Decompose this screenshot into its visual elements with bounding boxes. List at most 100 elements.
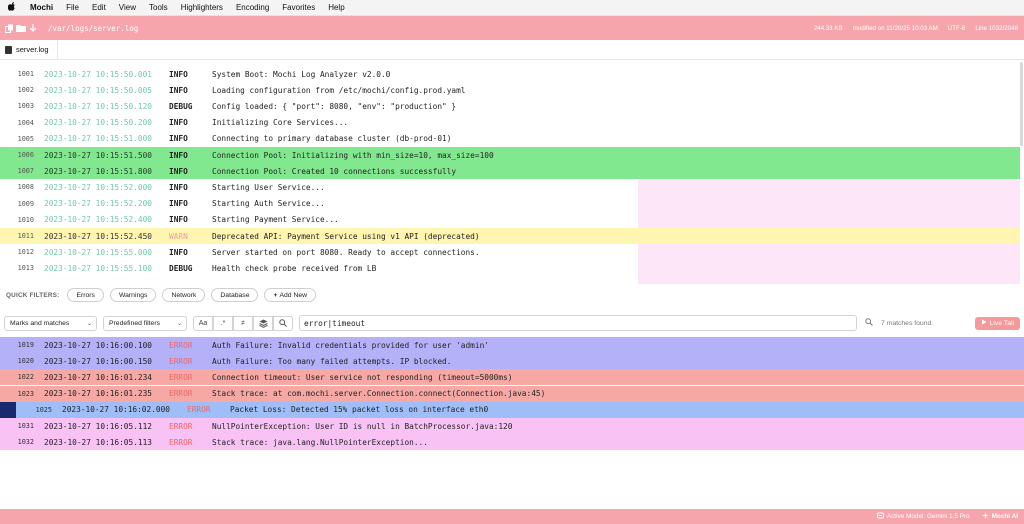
search-icon[interactable] bbox=[273, 315, 293, 331]
log-message: Connection Pool: Created 10 connections … bbox=[212, 166, 457, 176]
log-level: INFO bbox=[169, 215, 188, 225]
log-message: Starting User Service... bbox=[212, 182, 325, 192]
match-case-icon[interactable]: Aa bbox=[193, 315, 213, 331]
line-number: 1032 bbox=[17, 438, 34, 447]
timestamp: 2023-10-27 10:16:01.234 bbox=[44, 372, 152, 382]
invert-match-icon[interactable]: ≠ bbox=[233, 315, 253, 331]
log-level: ERROR bbox=[169, 372, 193, 382]
log-message: Initializing Core Services... bbox=[212, 118, 349, 128]
log-message: Connection timeout: User service not res… bbox=[212, 372, 513, 382]
timestamp: 2023-10-27 10:16:00.100 bbox=[44, 340, 152, 350]
filter-chip-database[interactable]: Database bbox=[211, 288, 259, 302]
file-path: /var/logs/server.log bbox=[48, 23, 139, 33]
log-message: Stack trace: at com.mochi.server.Connect… bbox=[212, 389, 546, 399]
copy-icon[interactable] bbox=[4, 23, 14, 33]
search-input[interactable]: error|timeout bbox=[299, 315, 857, 331]
menu-file[interactable]: File bbox=[66, 3, 79, 12]
timestamp: 2023-10-27 10:16:02.000 bbox=[62, 405, 170, 415]
encoding-label: UTF-8 bbox=[947, 24, 966, 32]
regex-icon[interactable]: .* bbox=[213, 315, 233, 331]
log-level: ERROR bbox=[169, 340, 193, 350]
log-level: INFO bbox=[169, 199, 188, 209]
line-number: 1009 bbox=[17, 199, 34, 208]
timestamp: 2023-10-27 10:15:50.005 bbox=[44, 85, 152, 95]
add-filter-button[interactable]: + Add New bbox=[264, 288, 317, 302]
menu-edit[interactable]: Edit bbox=[92, 3, 106, 12]
active-model-label: Active Model: Gemini 1.5 Pro bbox=[886, 513, 970, 520]
line-number: 1005 bbox=[17, 134, 34, 143]
log-level: INFO bbox=[169, 166, 188, 176]
menu-view[interactable]: View bbox=[118, 3, 136, 12]
log-level: ERROR bbox=[169, 437, 193, 447]
document-icon bbox=[5, 45, 12, 54]
layers-icon[interactable] bbox=[253, 315, 273, 331]
marks-select[interactable]: Marks and matches ⌄ bbox=[4, 315, 97, 331]
modified-date: modified on 11/20/25 10:03 AM bbox=[852, 24, 938, 32]
menu-encoding[interactable]: Encoding bbox=[235, 3, 270, 12]
line-number: 1002 bbox=[17, 86, 34, 95]
log-message: Starting Auth Service... bbox=[212, 199, 325, 209]
menu-tools[interactable]: Tools bbox=[149, 3, 168, 12]
menu-highlighters[interactable]: Highlighters bbox=[180, 3, 223, 12]
timestamp: 2023-10-27 10:15:51.800 bbox=[44, 166, 152, 176]
timestamp: 2023-10-27 10:15:52.200 bbox=[44, 199, 152, 209]
menu-help[interactable]: Help bbox=[328, 3, 345, 12]
active-model[interactable]: Active Model: Gemini 1.5 Pro bbox=[876, 512, 970, 521]
line-number: 1004 bbox=[17, 118, 34, 127]
filter-chip-warnings[interactable]: Warnings bbox=[109, 288, 157, 302]
quick-filters-label: QUICK FILTERS: bbox=[6, 291, 60, 299]
search-submit-icon[interactable] bbox=[865, 318, 873, 328]
apple-logo-icon[interactable] bbox=[7, 1, 18, 14]
log-row[interactable]: 1009 2023-10-27 10:15:52.200 INFO Starting … bbox=[0, 196, 1020, 212]
filter-chip-network[interactable]: Network bbox=[162, 288, 206, 302]
log-scrollbar[interactable] bbox=[1020, 62, 1023, 146]
add-filter-label: Add New bbox=[279, 291, 308, 299]
predefined-filters-select[interactable]: Predefined filters ⌄ bbox=[103, 315, 187, 331]
folder-open-icon[interactable] bbox=[16, 23, 26, 33]
menu-app-mochi[interactable]: Mochi bbox=[30, 3, 54, 12]
menu-favorites[interactable]: Favorites bbox=[282, 3, 316, 12]
download-icon[interactable] bbox=[28, 23, 38, 33]
play-icon bbox=[981, 319, 987, 327]
timestamp: 2023-10-27 10:16:01.235 bbox=[44, 389, 152, 399]
mochi-ai-button[interactable]: Mochi AI bbox=[981, 512, 1018, 521]
log-message: Packet Loss: Detected 15% packet loss on… bbox=[230, 405, 489, 415]
log-message: Auth Failure: Invalid credentials provid… bbox=[212, 340, 489, 350]
live-tail-label: Live Tail bbox=[989, 319, 1014, 327]
log-level: ERROR bbox=[169, 356, 193, 366]
file-size: 244.33 KB bbox=[813, 24, 843, 32]
line-number: 1011 bbox=[17, 232, 34, 240]
live-tail-button[interactable]: Live Tail bbox=[974, 316, 1020, 330]
line-number: 1013 bbox=[17, 264, 34, 273]
mochi-ai-label: Mochi AI bbox=[991, 513, 1018, 520]
tab-server-log[interactable]: server.log bbox=[0, 39, 58, 60]
log-message: NullPointerException: User ID is null in… bbox=[212, 421, 513, 431]
filter-chip-errors[interactable]: Errors bbox=[67, 288, 104, 302]
selected-row-marker bbox=[0, 401, 16, 418]
timestamp: 2023-10-27 10:15:52.000 bbox=[44, 182, 152, 192]
log-message: Stack trace: java.lang.NullPointerExcept… bbox=[212, 437, 428, 447]
log-level: INFO bbox=[169, 134, 188, 144]
file-info: 244.33 KB modified on 11/20/25 10:03 AM … bbox=[814, 25, 1024, 32]
